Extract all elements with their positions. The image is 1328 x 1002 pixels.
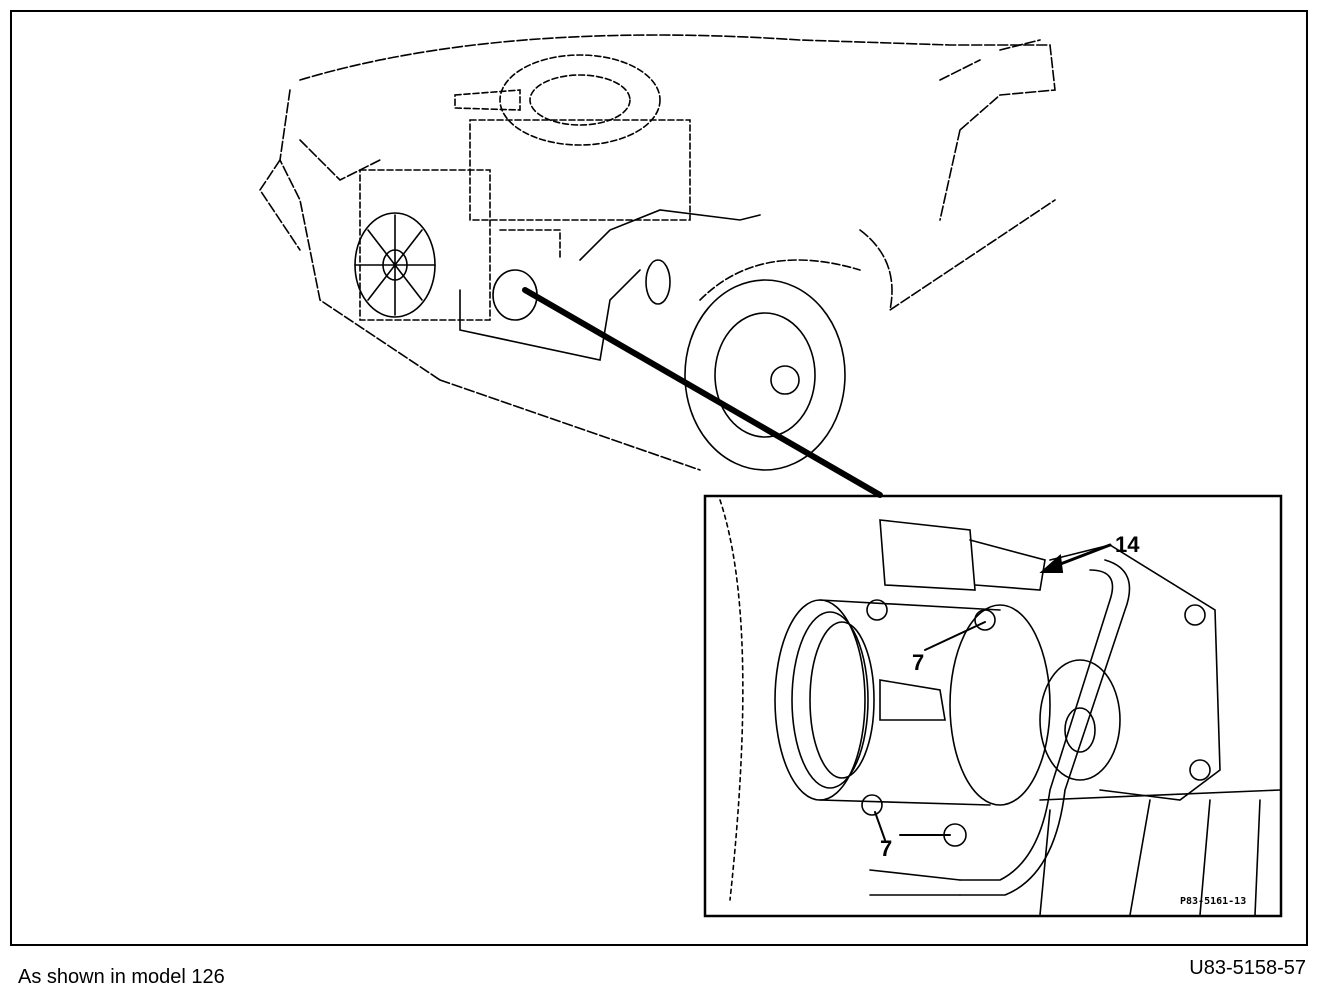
detail-inset — [703, 494, 1283, 918]
callout-leaders — [874, 543, 1112, 841]
callout-14: 14 — [1115, 532, 1140, 557]
document-id: U83-5158-57 — [1189, 957, 1306, 979]
inset-id: P83-5161-13 — [1180, 896, 1247, 907]
front-wheel-icon — [684, 259, 861, 471]
pointer-line — [522, 287, 883, 498]
engine-icon — [359, 54, 691, 321]
callout-7-upper: 7 — [912, 650, 925, 675]
figure-caption: As shown in model 126 — [18, 966, 225, 988]
callout-7-lower: 7 — [880, 836, 893, 861]
compressor-detail-icon — [719, 499, 1281, 916]
radiator-fan-icon — [354, 212, 436, 318]
refrigerant-lines — [459, 209, 761, 361]
figure-frame — [10, 10, 1308, 946]
car-body-outline — [259, 34, 1056, 471]
